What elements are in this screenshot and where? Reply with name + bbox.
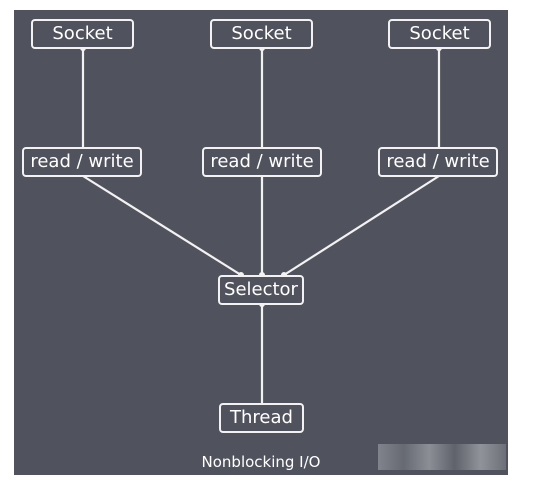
- thread-node: Thread: [219, 403, 304, 433]
- read-write-node-1: read / write: [22, 147, 142, 177]
- blurred-watermark: [378, 444, 506, 470]
- socket-node-2: Socket: [210, 19, 313, 49]
- line-rw-1-selector: [81, 174, 243, 277]
- read-write-node-3: read / write: [378, 147, 498, 177]
- socket-node-3: Socket: [388, 19, 491, 49]
- selector-node: Selector: [218, 275, 304, 305]
- read-write-node-2: read / write: [202, 147, 322, 177]
- diagram-caption: Nonblocking I/O: [201, 453, 321, 471]
- line-rw-3-selector: [282, 174, 441, 277]
- socket-node-1: Socket: [31, 19, 134, 49]
